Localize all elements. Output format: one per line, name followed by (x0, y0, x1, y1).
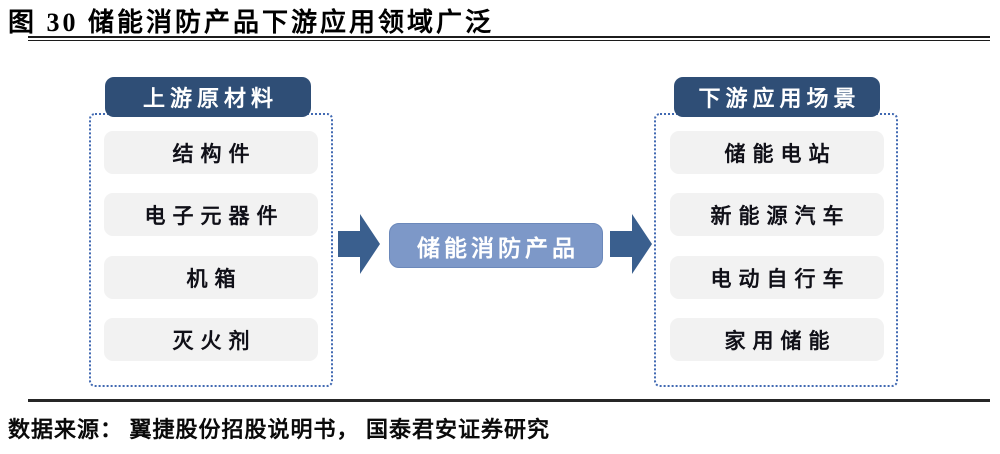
upstream-header-label: 上游原材料 (142, 86, 278, 111)
center-product-box: 储能消防产品 (389, 223, 603, 268)
downstream-header: 下游应用场景 (674, 77, 880, 117)
figure-bottom-divider (28, 399, 990, 402)
upstream-item-label: 电子元器件 (144, 203, 285, 228)
upstream-header: 上游原材料 (105, 77, 311, 117)
upstream-item-structural-parts: 结构件 (104, 131, 318, 174)
figure-title: 图 30 储能消防产品下游应用领域广泛 (8, 8, 495, 37)
right-arrow-icon (610, 214, 652, 274)
downstream-item-new-energy-vehicle: 新能源汽车 (670, 193, 884, 236)
upstream-item-electronic-components: 电子元器件 (104, 193, 318, 236)
upstream-item-extinguishing-agent: 灭火剂 (104, 318, 318, 361)
right-arrow-icon (338, 214, 380, 274)
downstream-item-label: 储能电站 (724, 141, 837, 166)
downstream-item-electric-bicycle: 电动自行车 (670, 256, 884, 299)
downstream-item-home-storage: 家用储能 (670, 318, 884, 361)
downstream-item-storage-station: 储能电站 (670, 131, 884, 174)
upstream-item-chassis: 机箱 (104, 256, 318, 299)
source-note: 数据来源： 翼捷股份招股说明书， 国泰君安证券研究 (8, 417, 551, 442)
downstream-item-label: 电动自行车 (710, 266, 851, 291)
downstream-header-label: 下游应用场景 (698, 86, 861, 111)
downstream-item-label: 家用储能 (724, 328, 837, 353)
center-product-label: 储能消防产品 (417, 235, 579, 261)
upstream-item-label: 灭火剂 (172, 328, 257, 353)
upstream-item-label: 机箱 (186, 266, 243, 291)
downstream-item-label: 新能源汽车 (710, 203, 851, 228)
upstream-item-label: 结构件 (172, 141, 257, 166)
title-divider (28, 36, 990, 41)
